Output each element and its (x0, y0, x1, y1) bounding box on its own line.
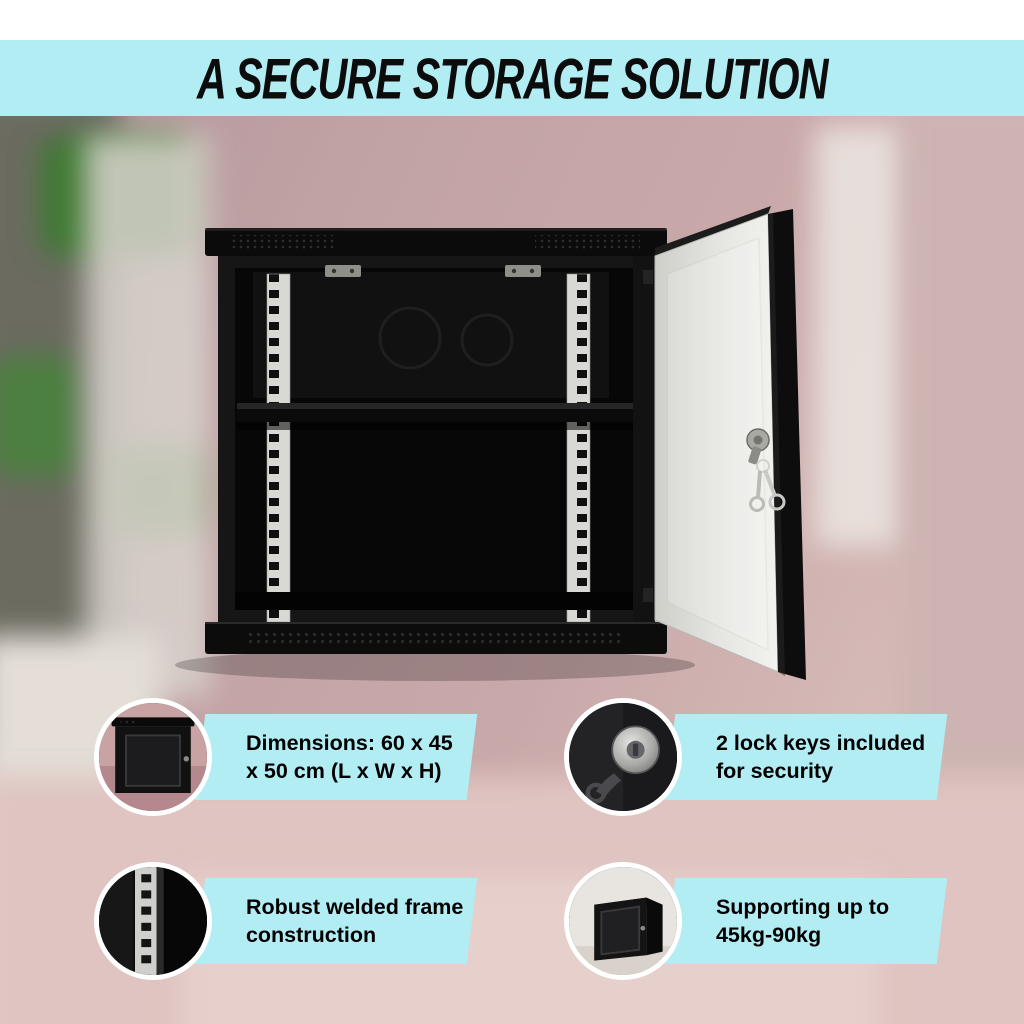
feature-text: 2 lock keys included for security (670, 729, 931, 786)
background-door-frame (815, 126, 910, 546)
feature-label-load-capacity: Supporting up to 45kg-90kg (664, 878, 948, 964)
feature-text: Robust welded frame construction (200, 893, 469, 950)
background-room-photo (0, 116, 1024, 1024)
feature-line2: x 50 cm (L x W x H) (246, 759, 442, 783)
lock-keys-thumb-image (569, 703, 677, 811)
cabinet-front-thumb-image (99, 703, 207, 811)
feature-line1: Dimensions: 60 x 45 (246, 730, 453, 755)
feature-label-welded-frame: Robust welded frame construction (194, 878, 478, 964)
page-title: A SECURE STORAGE SOLUTION (196, 45, 829, 111)
feature-line2: construction (246, 923, 377, 947)
cabinet-front-thumb-icon (94, 698, 212, 816)
background-plant (0, 356, 80, 476)
welded-frame-thumb-icon (94, 862, 212, 980)
background-shelf-white (85, 136, 210, 696)
cabinet-angle-thumb-icon (564, 862, 682, 980)
feature-line2: 45kg-90kg (716, 923, 822, 947)
feature-label-dimensions: Dimensions: 60 x 45 x 50 cm (L x W x H) (194, 714, 478, 800)
welded-frame-thumb-image (99, 867, 207, 975)
feature-label-lock-keys: 2 lock keys included for security (664, 714, 948, 800)
cabinet-angle-thumb-image (569, 867, 677, 975)
feature-line1: Robust welded frame (246, 894, 464, 919)
feature-line2: for security (716, 759, 834, 783)
feature-line1: Supporting up to (716, 894, 890, 919)
product-photo-cabinet-open-door (175, 206, 806, 681)
feature-line1: 2 lock keys included (716, 730, 926, 755)
feature-text: Dimensions: 60 x 45 x 50 cm (L x W x H) (200, 729, 459, 786)
lock-keys-thumb-icon (564, 698, 682, 816)
title-banner: A SECURE STORAGE SOLUTION (0, 40, 1024, 116)
feature-text: Supporting up to 45kg-90kg (670, 893, 895, 950)
top-margin (0, 0, 1024, 40)
